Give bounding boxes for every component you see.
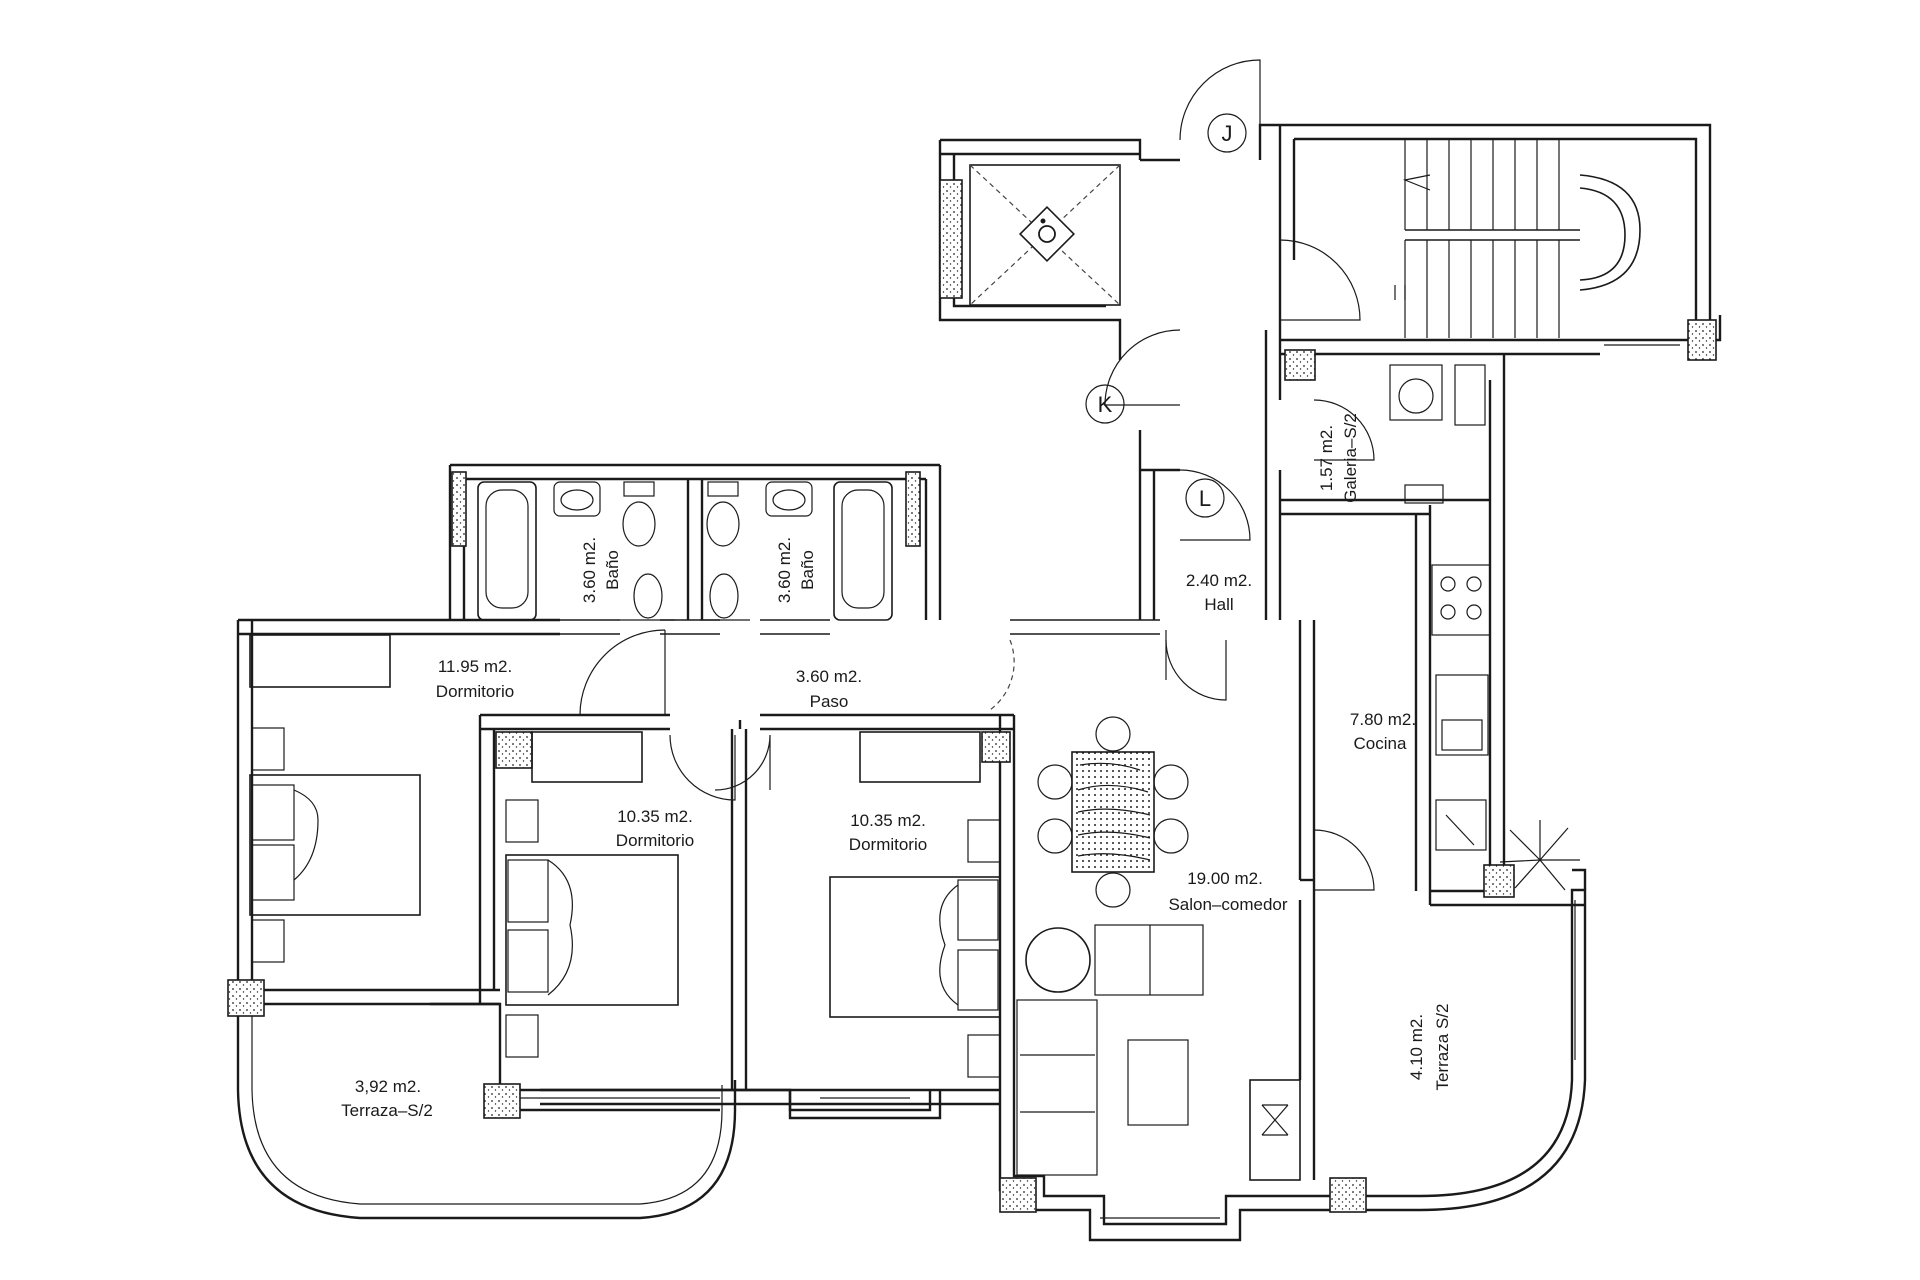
paso-name: Paso [810, 692, 849, 711]
marker-l: L [1185, 478, 1225, 518]
cocina-name: Cocina [1354, 734, 1407, 753]
marker-j: J [1207, 113, 1247, 153]
hall-name: Hall [1204, 595, 1233, 614]
bano1-area: 3.60 m2. [580, 537, 599, 603]
dorm3-name: Dormitorio [849, 835, 927, 854]
dorm1-name: Dormitorio [436, 682, 514, 701]
plant-icon [1499, 820, 1580, 891]
columns [227, 319, 1717, 1213]
dorm3-area: 10.35 m2. [850, 811, 926, 830]
room-labels: 11.95 m2. Dormitorio 3.60 m2. Paso 10.35… [341, 413, 1452, 1120]
dorm2-area: 10.35 m2. [617, 807, 693, 826]
marker-k: K [1085, 384, 1125, 424]
hall-area: 2.40 m2. [1186, 571, 1252, 590]
galeria-name: Galeria–S/2 [1341, 413, 1360, 503]
dining-set [1037, 716, 1189, 908]
marker-j-label: J [1222, 121, 1233, 146]
accessibility-icon [1018, 205, 1076, 263]
bedroom-3-furniture [829, 731, 1001, 1078]
marker-l-label: L [1199, 486, 1211, 511]
bano2-area: 3.60 m2. [775, 537, 794, 603]
dorm2-name: Dormitorio [616, 831, 694, 850]
kitchen-fixtures [1389, 364, 1491, 851]
doors [579, 59, 1375, 891]
terraza1-area: 3,92 m2. [355, 1077, 421, 1096]
galeria-area: 1.57 m2. [1317, 425, 1336, 491]
terraza2-name: Terraza S/2 [1433, 1004, 1452, 1091]
bedroom-2-furniture [505, 731, 679, 1058]
terraza2-area: 4.10 m2. [1407, 1014, 1426, 1080]
bedroom-1-furniture [249, 634, 421, 963]
dorm1-area: 11.95 m2. [438, 657, 512, 676]
living-set [1016, 924, 1301, 1181]
bathroom-fixtures [477, 481, 893, 621]
windows [520, 344, 1680, 1219]
terraza1-name: Terraza–S/2 [341, 1101, 433, 1120]
cocina-area: 7.80 m2. [1350, 710, 1416, 729]
paso-area: 3.60 m2. [796, 667, 862, 686]
salon-name: Salon–comedor [1168, 895, 1287, 914]
marker-k-label: K [1098, 392, 1113, 417]
salon-area: 19.00 m2. [1187, 869, 1263, 888]
bano1-name: Baño [603, 550, 622, 590]
bano2-name: Baño [798, 550, 817, 590]
staircase [1394, 139, 1660, 341]
